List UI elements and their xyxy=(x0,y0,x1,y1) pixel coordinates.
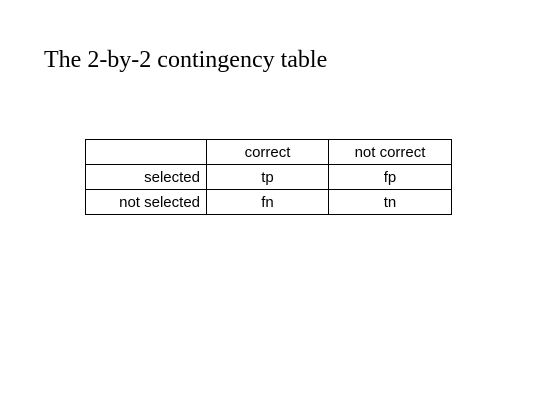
table-row: not selected fn tn xyxy=(85,189,452,215)
corner-cell xyxy=(85,139,207,165)
cell-fn: fn xyxy=(206,189,329,215)
cell-fp: fp xyxy=(328,164,452,190)
slide-title: The 2-by-2 contingency table xyxy=(44,47,328,73)
contingency-table: correct not correct selected tp fp not s… xyxy=(85,139,452,215)
cell-tp: tp xyxy=(206,164,329,190)
table-row: selected tp fp xyxy=(85,164,452,190)
row-label-not-selected: not selected xyxy=(85,189,207,215)
cell-tn: tn xyxy=(328,189,452,215)
column-header-correct: correct xyxy=(206,139,329,165)
row-label-selected: selected xyxy=(85,164,207,190)
column-header-not-correct: not correct xyxy=(328,139,452,165)
table-header-row: correct not correct xyxy=(85,139,452,165)
